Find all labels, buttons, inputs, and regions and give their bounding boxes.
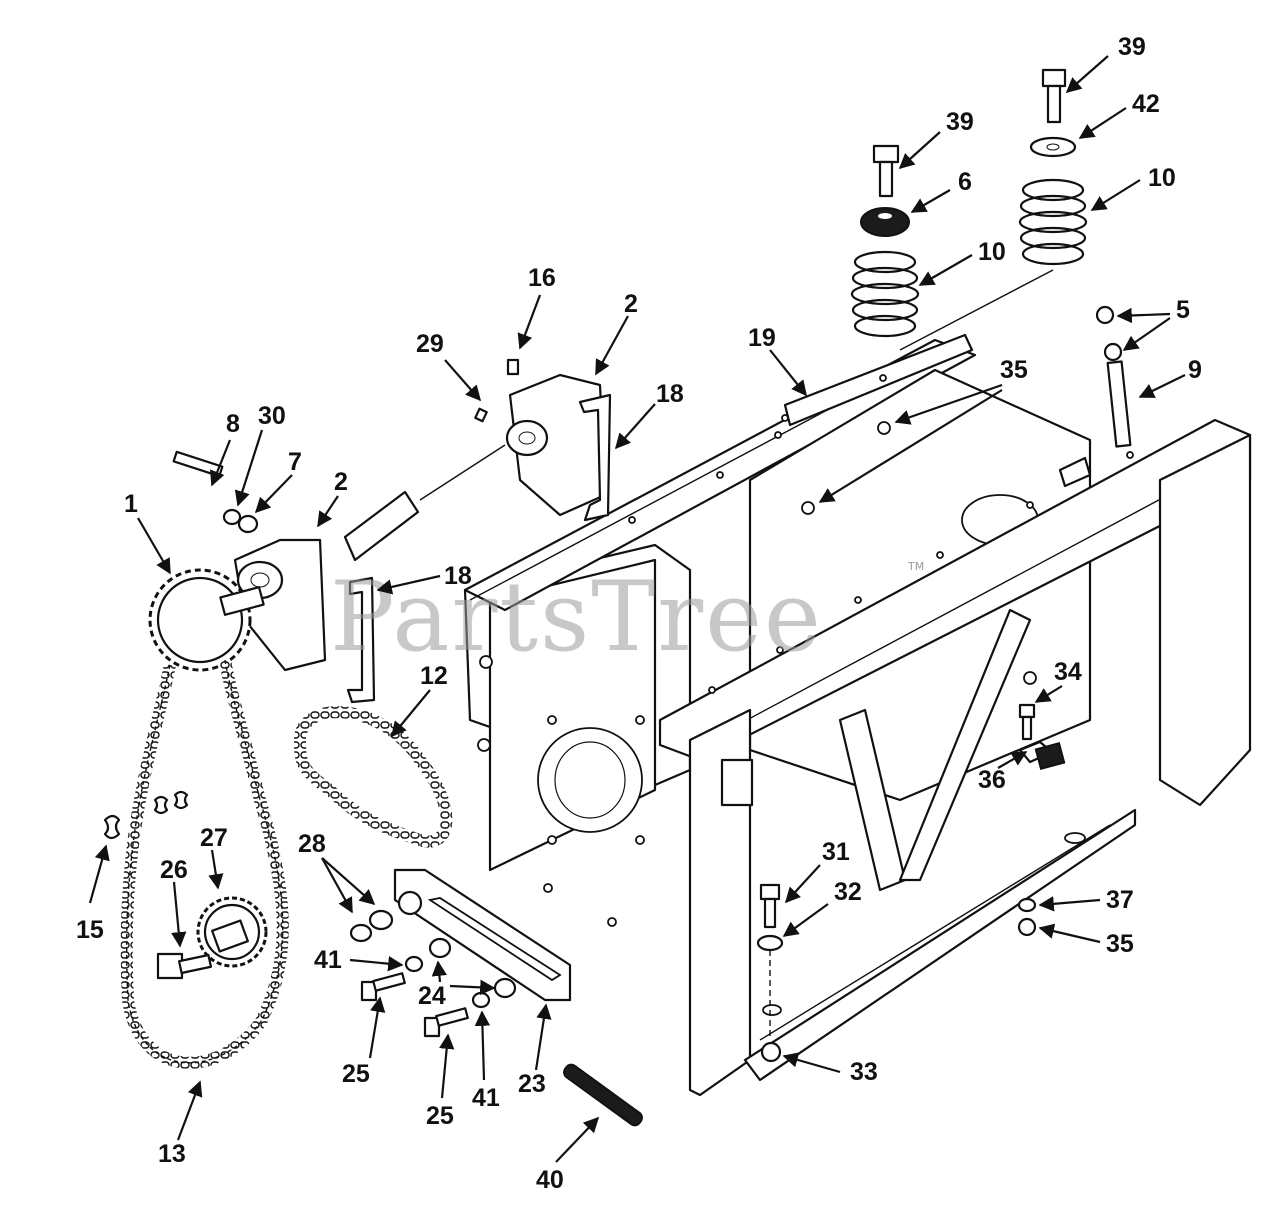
washer-37 — [1017, 897, 1037, 913]
callout-37: 37 — [1106, 886, 1134, 914]
sprocket-27 — [156, 896, 268, 980]
right-end-plate — [1158, 433, 1252, 807]
callout-33: 33 — [850, 1058, 878, 1086]
callout-2: 2 — [624, 290, 638, 318]
front-post — [688, 708, 752, 1097]
bolt-31-head — [759, 883, 781, 901]
callout-12: 12 — [420, 662, 448, 690]
roll-pin-40 — [563, 1063, 643, 1127]
nut-33 — [760, 1041, 782, 1063]
callout-35: 35 — [1000, 356, 1028, 384]
bolt-25b-head — [423, 1016, 441, 1038]
callout-10: 10 — [1148, 164, 1176, 192]
callout-5: 5 — [1176, 296, 1190, 324]
callout-10: 10 — [978, 238, 1006, 266]
callout-6: 6 — [958, 168, 972, 196]
callout-39: 39 — [1118, 33, 1146, 61]
bottom-hardware — [756, 703, 1066, 1063]
callout-13: 13 — [158, 1140, 186, 1168]
callout-31: 31 — [822, 838, 850, 866]
washer-28b — [368, 909, 394, 931]
callout-36: 36 — [978, 766, 1006, 794]
watermark-trademark: TM — [907, 560, 924, 573]
connector-links — [103, 790, 189, 840]
bolt-8 — [172, 450, 224, 478]
nut-on-plate — [397, 890, 423, 916]
callout-25: 25 — [342, 1060, 370, 1088]
callout-1: 1 — [124, 490, 138, 518]
callout-23: 23 — [518, 1070, 546, 1098]
callout-8: 8 — [226, 410, 240, 438]
washer-7 — [237, 514, 259, 534]
callout-27: 27 — [200, 824, 228, 852]
callout-24: 24 — [418, 982, 446, 1010]
callout-labels: 39 42 39 6 10 10 16 2 29 18 19 5 35 9 8 … — [76, 33, 1202, 1194]
link-15 — [103, 814, 121, 840]
grease-fitting-16 — [506, 358, 520, 376]
callout-9: 9 — [1188, 356, 1202, 384]
nut-5-top — [1095, 305, 1115, 325]
callout-40: 40 — [536, 1166, 564, 1194]
main-frame — [463, 338, 1252, 1097]
bracket-18-lower — [346, 576, 376, 704]
callout-18: 18 — [444, 562, 472, 590]
spring-10-right — [1018, 178, 1088, 266]
washer-24a — [428, 937, 452, 959]
leader-lines — [88, 55, 1186, 1163]
lockwasher-41b — [471, 991, 491, 1009]
callout-2: 2 — [334, 468, 348, 496]
diagonal-brace-b — [898, 608, 1032, 882]
nut-5-lower — [1103, 342, 1123, 362]
shaft — [343, 490, 420, 562]
bracket-18-upper — [578, 393, 612, 522]
bolt-9 — [1106, 360, 1132, 448]
chain-12 — [293, 706, 453, 848]
callout-28: 28 — [298, 830, 326, 858]
lockwasher-30 — [222, 508, 242, 526]
callout-15: 15 — [76, 916, 104, 944]
callout-16: 16 — [528, 264, 556, 292]
callout-7: 7 — [288, 448, 302, 476]
post-block — [720, 758, 754, 807]
bolt-34-head — [1018, 703, 1036, 719]
callout-39: 39 — [946, 108, 974, 136]
bolt-9-group — [1058, 305, 1132, 488]
set-screw-29 — [474, 407, 488, 423]
chain-13 — [120, 659, 289, 1069]
bottom-rail — [743, 808, 1137, 1082]
callout-42: 42 — [1132, 90, 1160, 118]
sprocket-1 — [148, 568, 265, 672]
spring-cap-6 — [860, 207, 910, 237]
bearing-upper — [474, 358, 612, 522]
adjuster-plate-23 — [349, 868, 572, 1038]
washer-28a — [349, 923, 373, 943]
callout-19: 19 — [748, 324, 776, 352]
callout-26: 26 — [160, 856, 188, 884]
callout-41: 41 — [472, 1084, 500, 1112]
callout-32: 32 — [834, 878, 862, 906]
callout-18: 18 — [656, 380, 684, 408]
lockwasher-41a — [404, 955, 424, 973]
callout-30: 30 — [258, 402, 286, 430]
watermark: PartsTree — [330, 561, 823, 673]
washer-32 — [756, 934, 784, 952]
callout-25: 25 — [426, 1102, 454, 1130]
nut-35-bottom — [1017, 917, 1037, 937]
callout-41: 41 — [314, 946, 342, 974]
washer-24b — [493, 977, 517, 999]
callout-34: 34 — [1054, 658, 1082, 686]
callout-29: 29 — [416, 330, 444, 358]
spring-10-left — [850, 250, 920, 338]
spring-assembly — [850, 68, 1088, 351]
bolt-head-39-left — [872, 144, 900, 164]
bolt-26-head — [156, 952, 184, 980]
callout-35: 35 — [1106, 930, 1134, 958]
bolt-head-39-right — [1041, 68, 1067, 88]
